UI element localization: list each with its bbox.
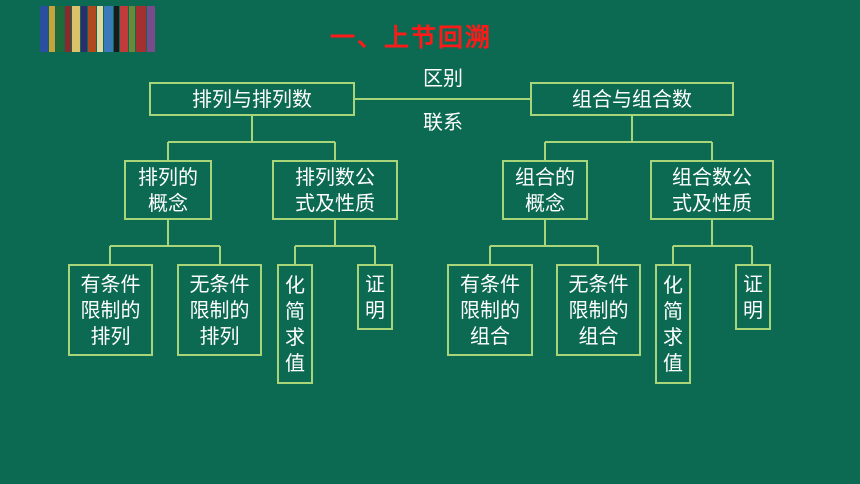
combination-simplify-char1: 化	[663, 273, 683, 297]
combination-simplify-char4: 值	[663, 351, 683, 375]
combination-concept-line2: 概念	[525, 191, 565, 215]
permutation-unconditional-box: 无条件 限制的 排列	[177, 264, 262, 356]
permutation-simplify-char3: 求	[285, 325, 305, 349]
permutation-concept-box: 排列的 概念	[124, 160, 212, 220]
permutation-unconditional-line3: 排列	[199, 324, 240, 348]
combination-simplify-box: 化 简 求 值	[655, 264, 691, 384]
combination-formula-line1: 组合数公	[672, 165, 752, 189]
combination-conditional-line3: 组合	[470, 324, 510, 348]
permutation-concept-line2: 概念	[148, 191, 188, 215]
book-shelf-icon	[40, 6, 155, 52]
combination-concept-line1: 组合的	[515, 165, 575, 189]
combination-conditional-line1: 有条件	[460, 272, 520, 296]
combination-prove-char1: 证	[743, 272, 763, 296]
permutation-simplify-char2: 简	[285, 299, 305, 323]
section-title: 一、上节回溯	[330, 23, 493, 52]
combination-box: 组合与组合数	[530, 82, 734, 116]
combination-simplify-char3: 求	[663, 325, 683, 349]
combination-concept-box: 组合的 概念	[502, 160, 588, 220]
permutation-prove-box: 证 明	[357, 264, 393, 330]
permutation-label: 排列与排列数	[192, 87, 312, 111]
combination-formula-line2: 式及性质	[672, 191, 752, 215]
permutation-conditional-line3: 排列	[90, 324, 131, 348]
combination-simplify-char2: 简	[663, 299, 683, 323]
permutation-unconditional-line2: 限制的	[189, 298, 250, 322]
difference-label: 区别	[423, 66, 463, 90]
permutation-prove-char1: 证	[365, 272, 385, 296]
permutation-concept-line1: 排列的	[138, 165, 198, 189]
combination-unconditional-line3: 组合	[578, 324, 619, 348]
permutation-formula-line2: 式及性质	[295, 191, 375, 215]
permutation-box: 排列与排列数	[149, 82, 355, 116]
permutation-conditional-line2: 限制的	[80, 298, 141, 322]
combination-prove-char2: 明	[743, 298, 763, 322]
combination-label: 组合与组合数	[572, 87, 692, 111]
permutation-simplify-char4: 值	[285, 351, 305, 375]
permutation-formula-box: 排列数公 式及性质	[272, 160, 398, 220]
combination-conditional-box: 有条件 限制的 组合	[447, 264, 533, 356]
connection-label: 联系	[423, 110, 463, 134]
permutation-formula-line1: 排列数公	[295, 165, 375, 189]
permutation-unconditional-line1: 无条件	[189, 272, 250, 296]
combination-unconditional-line2: 限制的	[568, 298, 629, 322]
permutation-conditional-box: 有条件 限制的 排列	[68, 264, 153, 356]
combination-conditional-line2: 限制的	[460, 298, 520, 322]
permutation-simplify-char1: 化	[285, 273, 305, 297]
combination-unconditional-line1: 无条件	[568, 272, 629, 296]
combination-formula-box: 组合数公 式及性质	[650, 160, 774, 220]
permutation-prove-char2: 明	[365, 298, 385, 322]
permutation-simplify-box: 化 简 求 值	[277, 264, 313, 384]
combination-prove-box: 证 明	[735, 264, 771, 330]
permutation-conditional-line1: 有条件	[80, 272, 141, 296]
combination-unconditional-box: 无条件 限制的 组合	[556, 264, 641, 356]
